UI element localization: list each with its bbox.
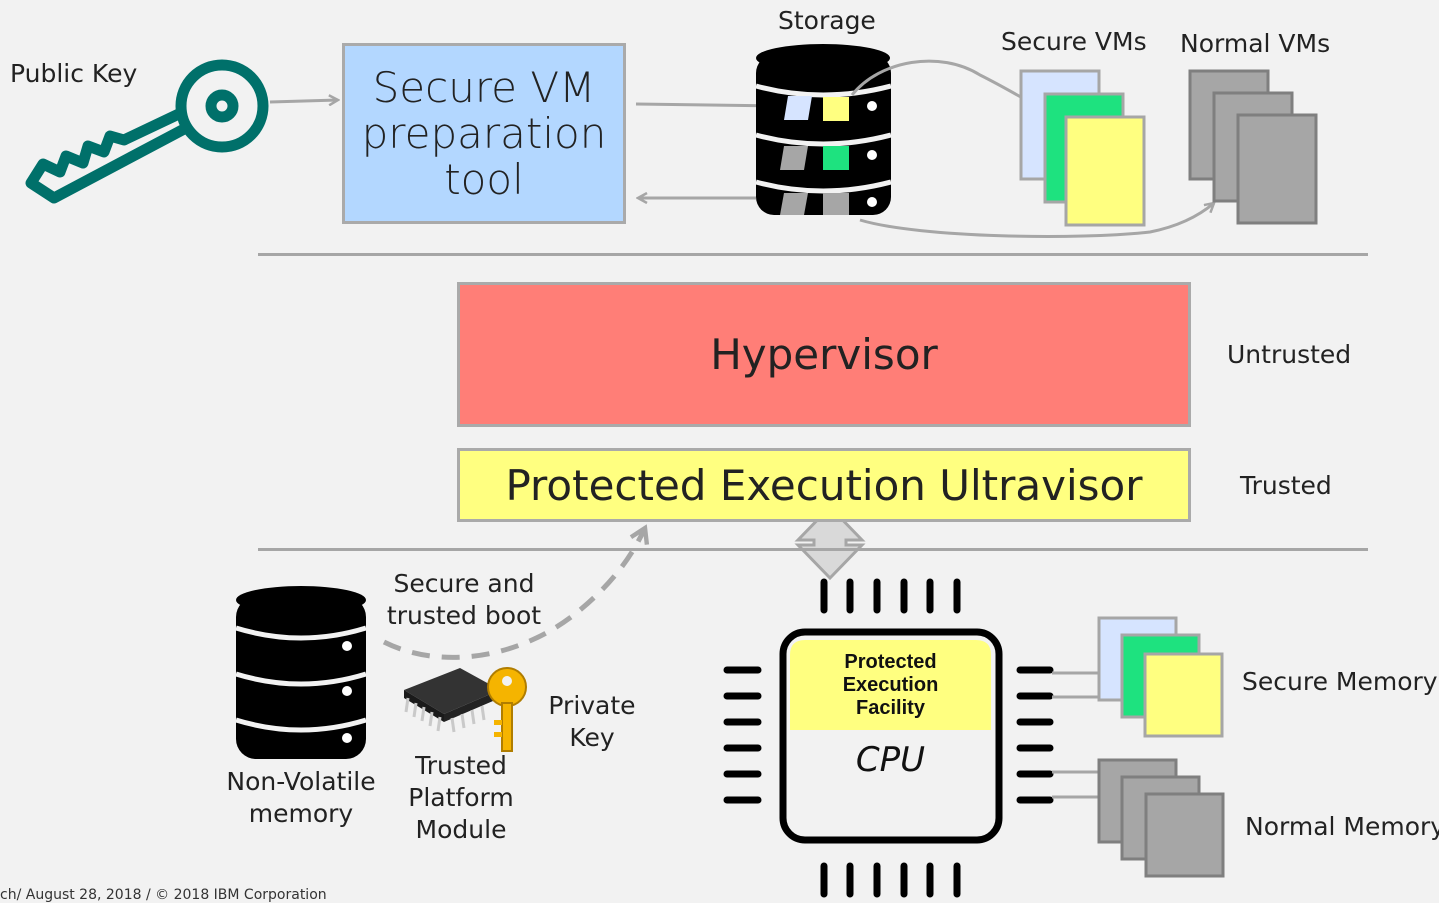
cpu-icon [723,578,1054,898]
hypervisor-box: Hypervisor [457,282,1191,427]
pef-line-1: Protected [844,651,937,673]
secure-vms-label: Secure VMs [1001,27,1147,56]
nvm-line-2: memory [248,799,354,828]
key-to-tool-arrow [269,100,338,102]
nvm-line-1: Non-Volatile [226,767,376,796]
divider-bottom [258,548,1368,551]
pef-label: Protected Execution Facility [790,651,991,720]
tpm-line-2: Platform [408,783,514,812]
prep-tool-line-2: preparation [361,108,607,158]
ultravisor-box: Protected Execution Ultravisor [457,448,1191,522]
trusted-label: Trusted [1240,471,1332,500]
untrusted-label: Untrusted [1227,340,1352,369]
pef-line-3: Facility [856,697,925,719]
memory-connectors [1052,671,1098,799]
cpu-label: CPU [855,740,926,780]
secure-memory-label: Secure Memory [1242,667,1438,696]
private-key-label: Private Key [542,690,642,754]
nvm-label: Non-Volatile memory [221,766,381,830]
ultravisor-label: Protected Execution Ultravisor [505,460,1143,510]
storage-label: Storage [778,6,876,35]
secure-boot-label: Secure and trusted boot [384,568,544,632]
public-key-label: Public Key [10,59,138,88]
chip-icon [404,668,500,733]
pef-line-2: Execution [842,674,939,696]
secure-boot-line-1: Secure and [393,569,535,598]
private-key-line-2: Key [569,723,615,752]
storage-icon [755,44,892,215]
private-key-line-1: Private [548,691,636,720]
secure-vms-stack [1019,69,1146,227]
secure-memory-stack [1097,616,1224,738]
tpm-line-1: Trusted [415,751,507,780]
secure-boot-line-2: trusted boot [386,601,542,630]
storage-to-normal-vms-arrow [859,203,1214,238]
double-arrow [794,504,866,581]
normal-memory-label: Normal Memory [1245,812,1439,841]
tpm-label: Trusted Platform Module [391,750,531,846]
tpm-line-3: Module [415,815,507,844]
hypervisor-label: Hypervisor [710,330,938,379]
prep-tool-line-1: Secure VM [372,62,596,112]
prep-tool-line-3: tool [444,154,524,204]
normal-memory-stack [1097,758,1225,878]
footer-text: ch/ August 28, 2018 / © 2018 IBM Corpora… [0,887,327,903]
key-icon [25,59,269,204]
gold-key-icon [487,667,527,752]
secure-boot-arrow [382,524,650,660]
normal-vms-stack [1188,69,1318,225]
secure-vm-preparation-tool: Secure VM preparation tool [342,43,626,224]
divider-top [258,253,1368,256]
normal-vms-label: Normal VMs [1180,29,1331,58]
database-icon [235,586,367,759]
